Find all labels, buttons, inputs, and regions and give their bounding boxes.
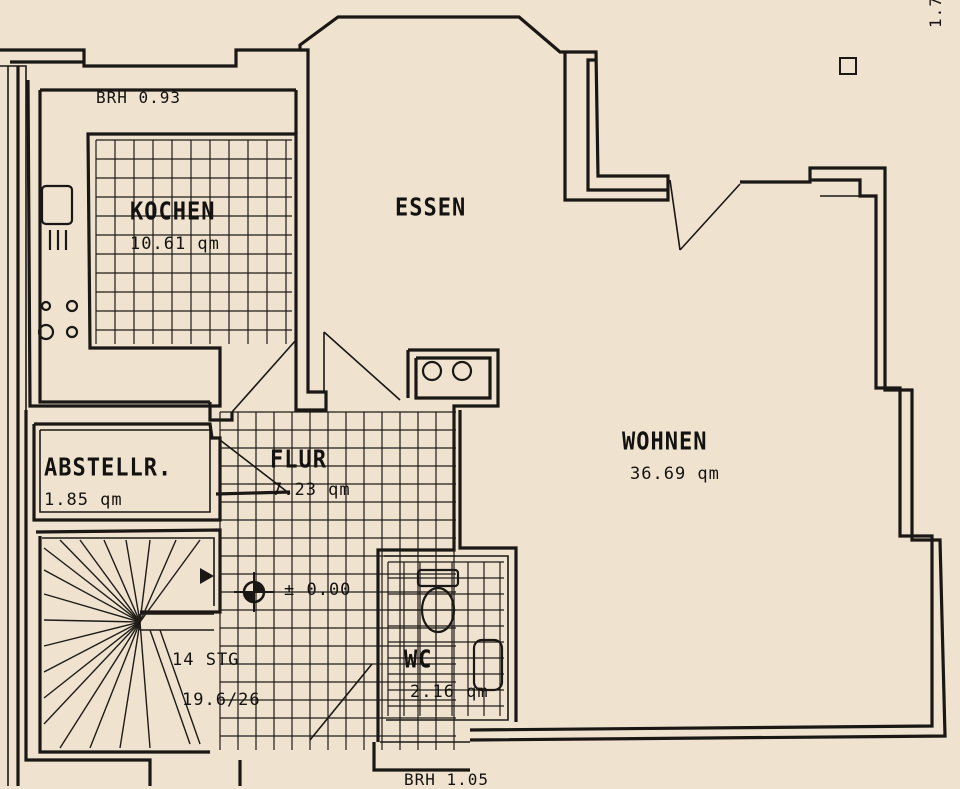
outer-walls [0, 15, 947, 786]
brh-bottom-label: BRH 1.05 [404, 770, 490, 789]
stair-tread [139, 539, 177, 623]
toilet-tank-icon [416, 568, 460, 588]
stair-tread [43, 547, 141, 623]
level-marker-icon [234, 572, 274, 612]
flur-tiles [219, 411, 456, 750]
inner-walls [26, 48, 518, 754]
doors [219, 179, 741, 741]
stairs-label: 14 STG [172, 650, 240, 670]
stair-tread [125, 539, 141, 623]
stairs-ratio: 19.6/26 [182, 690, 261, 710]
stair-tread [43, 621, 141, 673]
marker-square [839, 57, 857, 75]
chimney-icon [421, 360, 473, 382]
stair-tread [43, 569, 141, 623]
abstell-name: ABSTELLR. [44, 453, 173, 483]
kochen-area: 10.61 qm [130, 234, 220, 254]
stair-arrow-icon [200, 568, 214, 584]
kochen-name: KOCHEN [130, 197, 216, 227]
stove-icon [37, 299, 79, 341]
stair-tread [59, 539, 141, 623]
wc-name: WC [404, 645, 433, 675]
level-label: ± 0.00 [284, 580, 352, 600]
wohnen-area: 36.69 qm [630, 464, 720, 484]
abstell-area: 1.85 qm [44, 490, 123, 510]
wohnen-name: WOHNEN [622, 427, 708, 457]
stair-tread [43, 621, 141, 699]
essen-name: ESSEN [395, 193, 467, 223]
stair-tread [43, 621, 141, 725]
dimension-label: 1.75 [926, 0, 945, 28]
stair-tread [119, 621, 141, 749]
stairs [43, 539, 214, 749]
kitchen-fixtures [37, 184, 79, 341]
stair-tread [139, 621, 151, 749]
stair-tread [139, 539, 201, 623]
toilet-icon [420, 586, 456, 634]
flur-area: 7.23 qm [272, 480, 351, 500]
stair-tread [139, 539, 151, 623]
stair-tread [79, 539, 141, 623]
brh-top-label: BRH 0.93 [96, 88, 182, 107]
stair-tread [103, 539, 141, 623]
stair-tread [43, 593, 141, 623]
stair-tread [59, 621, 141, 749]
stair-tread [89, 621, 141, 749]
sink-icon [40, 184, 74, 226]
stair-tread [43, 619, 141, 623]
kitchen-tiles [95, 139, 292, 344]
wc-area: 2.16 qm [410, 682, 489, 702]
wc-fixtures [416, 568, 504, 692]
washbasin-icon [472, 638, 504, 692]
stair-tread [43, 621, 141, 647]
flur-name: FLUR [270, 445, 327, 475]
